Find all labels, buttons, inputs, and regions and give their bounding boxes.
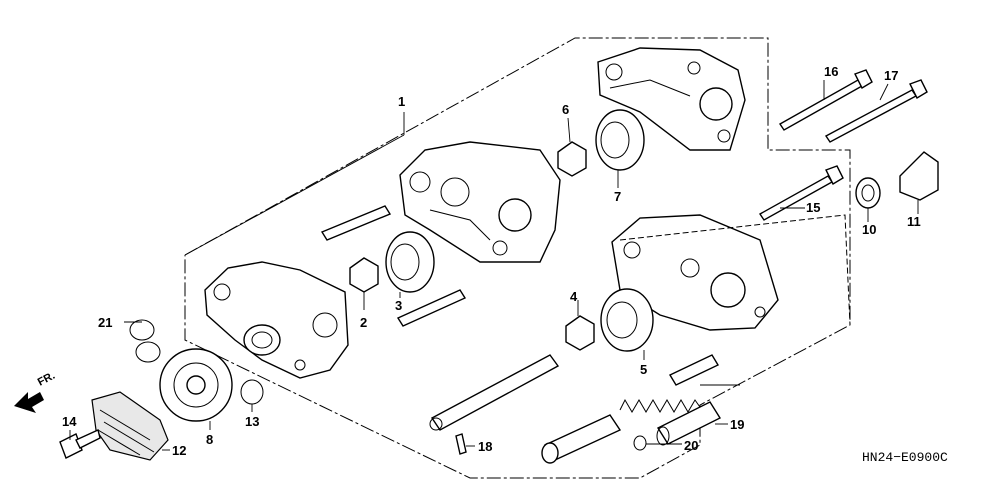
clamp-11: [899, 151, 939, 201]
right-pump-body: [611, 214, 851, 331]
callout-5: 5: [640, 362, 647, 377]
callout-10: 10: [862, 222, 876, 237]
outer-rotor-5: [600, 288, 654, 352]
callout-18: 18: [478, 439, 492, 454]
callout-1: 1: [398, 94, 405, 109]
callout-15: 15: [806, 200, 820, 215]
leader-lines: [69, 80, 919, 451]
callout-17: 17: [884, 68, 898, 83]
front-direction-arrow-icon: FR.: [14, 370, 57, 413]
callout-6: 6: [562, 102, 569, 117]
bolt-14: [59, 429, 101, 459]
callout-19: 19: [730, 417, 744, 432]
inner-rotor-4: [565, 315, 595, 351]
outer-rotor-7: [595, 109, 645, 171]
front-pump-body: [204, 261, 349, 379]
washer-13: [240, 379, 264, 405]
callout-21: 21: [98, 315, 112, 330]
callout-8: 8: [206, 432, 213, 447]
dowel-pin-upper: [320, 205, 392, 241]
callout-labels: 1 2 3 4 5 6 7 8 10 11 12 13 14 15 16 17 …: [62, 64, 921, 458]
assembly-boundary: [184, 37, 851, 479]
bolt-16: [778, 69, 873, 131]
callout-12: 12: [172, 443, 186, 458]
middle-pump-body: [399, 141, 561, 263]
bolt-15: [758, 165, 844, 221]
callout-16: 16: [824, 64, 838, 79]
bolt-17: [824, 79, 928, 143]
inner-rotor-6: [557, 141, 587, 177]
callout-13: 13: [245, 414, 259, 429]
chain-12: [91, 391, 169, 461]
relief-valve-piston: [541, 414, 622, 464]
outer-rotor-3: [385, 231, 435, 293]
callout-2: 2: [360, 315, 367, 330]
sprocket-8: [159, 348, 233, 422]
pump-shaft: [429, 354, 560, 431]
callout-11: 11: [907, 214, 921, 229]
svg-text:FR.: FR.: [36, 370, 57, 389]
collar-10: [855, 177, 881, 209]
callout-14: 14: [62, 414, 77, 429]
relief-valve-spring: [619, 354, 719, 413]
inner-rotor-2: [349, 257, 379, 293]
o-ring-21: [129, 319, 161, 363]
dowel-pin-18: [455, 433, 467, 455]
dowel-pin-lower: [396, 289, 467, 327]
callout-7: 7: [614, 189, 621, 204]
pump-cover-plate: [597, 47, 746, 151]
callout-3: 3: [395, 298, 402, 313]
diagram-code: HN24−E0900C: [862, 450, 948, 465]
callout-4: 4: [570, 289, 578, 304]
callout-20: 20: [684, 438, 698, 453]
relief-valve-sleeve-19: [656, 401, 722, 446]
o-ring-20: [633, 435, 647, 451]
